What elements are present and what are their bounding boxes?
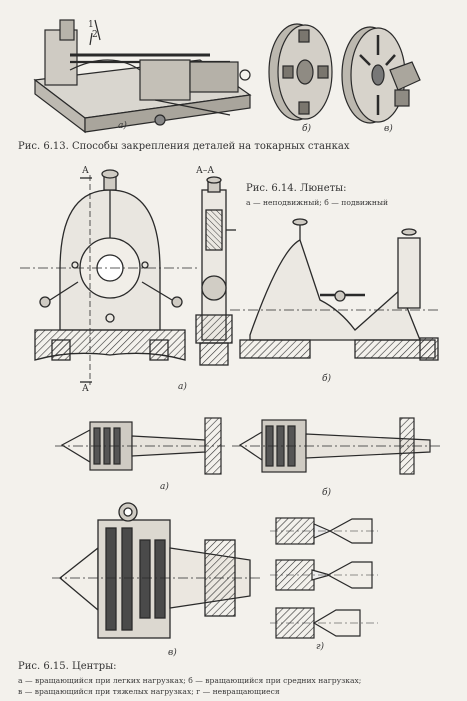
- fig614-caption: Рис. 6.14. Люнеты:: [246, 183, 347, 194]
- fig613c-angle-plate-drawing: [341, 26, 421, 124]
- fig615-caption: Рис. 6.15. Центры:: [18, 661, 117, 672]
- fig615-label-c: в): [168, 648, 177, 658]
- fig614-section-title: А–А: [196, 166, 215, 176]
- fig615d-dead-centres: [270, 517, 378, 639]
- fig613-callout-1: 1: [88, 20, 94, 30]
- fig615-label-a: а): [160, 482, 169, 492]
- fig614-section-mark-top: А: [82, 166, 89, 176]
- fig615-legend-line-1: а — вращающийся при легких нагрузках; б …: [18, 676, 362, 685]
- fig614a-steady-rest-front: [20, 169, 200, 385]
- fig614a-section-view: [195, 176, 236, 366]
- fig615a-live-centre-light: [55, 417, 225, 475]
- fig614b-follow-rest: [230, 218, 440, 361]
- fig615-label-b: б): [322, 488, 332, 498]
- fig615b-live-centre-medium: [232, 417, 440, 475]
- fig614-section-mark-bottom: А: [82, 384, 89, 394]
- fig613-label-b: б): [302, 124, 312, 134]
- fig614-label-a: а): [178, 382, 187, 392]
- fig613a-lathe-drawing: [33, 19, 252, 134]
- fig614-label-b: б): [322, 374, 332, 384]
- fig613-label-a: а): [118, 121, 127, 131]
- fig615-label-d: г): [316, 642, 325, 652]
- fig613-label-c: в): [384, 124, 393, 134]
- fig613b-faceplate-drawing: [268, 23, 333, 121]
- fig613-callout-2: 2: [92, 30, 98, 40]
- fig615c-live-centre-heavy: [52, 502, 262, 639]
- fig615-legend-line-2: в — вращающийся при тяжелых нагрузках; г…: [18, 687, 280, 696]
- fig614-legend: а — неподвижный; б — подвижный: [246, 198, 389, 207]
- fig613-caption: Рис. 6.13. Способы закрепления деталей н…: [18, 141, 350, 152]
